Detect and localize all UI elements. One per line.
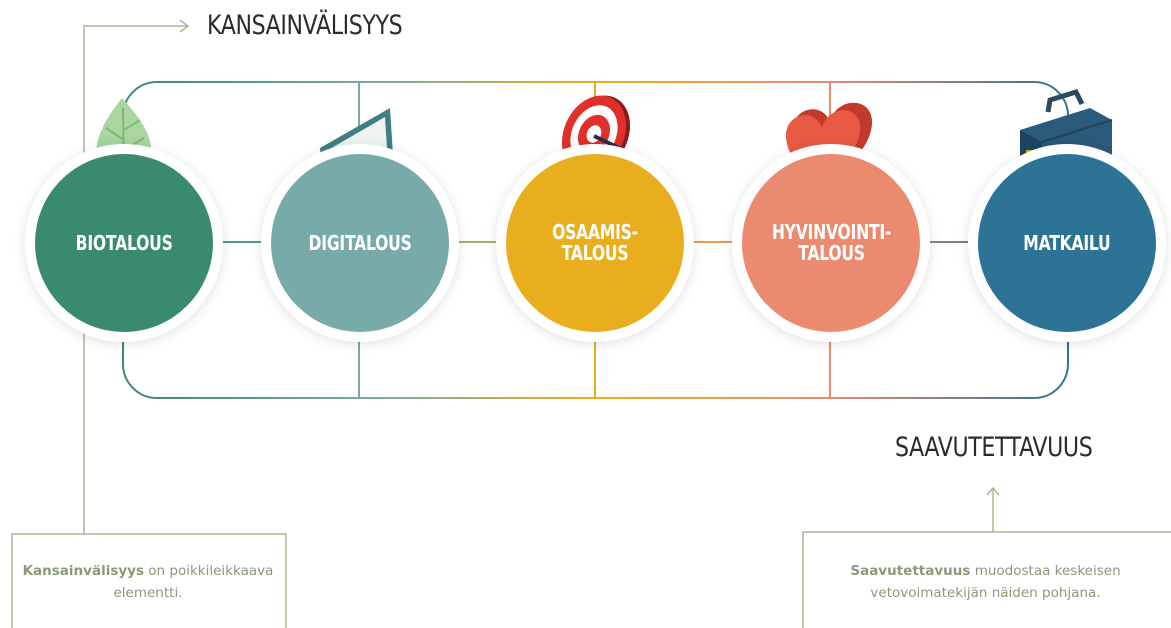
- circle-digitalous[interactable]: DIGITALOUS: [271, 154, 449, 332]
- circle-label-digitalous: DIGITALOUS: [308, 230, 412, 255]
- internationality-connector: [83, 25, 188, 534]
- circle-label-osaamistalous: OSAAMIS- TALOUS: [552, 220, 638, 265]
- heading-internationality: KANSAINVÄLISYYS: [207, 10, 403, 41]
- arrow-up-icon: [986, 486, 1000, 496]
- circle-osaamistalous[interactable]: OSAAMIS- TALOUS: [506, 154, 684, 332]
- circle-label-biotalous: BIOTALOUS: [75, 230, 173, 255]
- circle-biotalous[interactable]: BIOTALOUS: [35, 154, 213, 332]
- note-accessibility: Saavutettavuus muodostaa keskeisen vetov…: [808, 560, 1163, 604]
- note-internationality-bold: Kansainvälisyys: [22, 563, 144, 579]
- note-internationality-text: on poikkileikkaava elementti.: [113, 563, 274, 601]
- note-box-accessibility: [802, 531, 1171, 628]
- circle-hyvinvointitalous[interactable]: HYVINVOINTI- TALOUS: [742, 154, 920, 332]
- circle-label-hyvinvointitalous: HYVINVOINTI- TALOUS: [771, 220, 891, 265]
- note-accessibility-text: muodostaa keskeisen vetovoimatekijän näi…: [870, 563, 1121, 601]
- note-box-internationality: [11, 533, 287, 628]
- circle-label-matkailu: MATKAILU: [1023, 230, 1111, 255]
- note-accessibility-bold: Saavutettavuus: [850, 563, 971, 579]
- heading-accessibility: SAAVUTETTAVUUS: [895, 432, 1093, 463]
- arrow-right-icon: [179, 19, 190, 33]
- circle-matkailu[interactable]: MATKAILU: [978, 154, 1156, 332]
- note-internationality: Kansainvälisyys on poikkileikkaava eleme…: [12, 560, 284, 604]
